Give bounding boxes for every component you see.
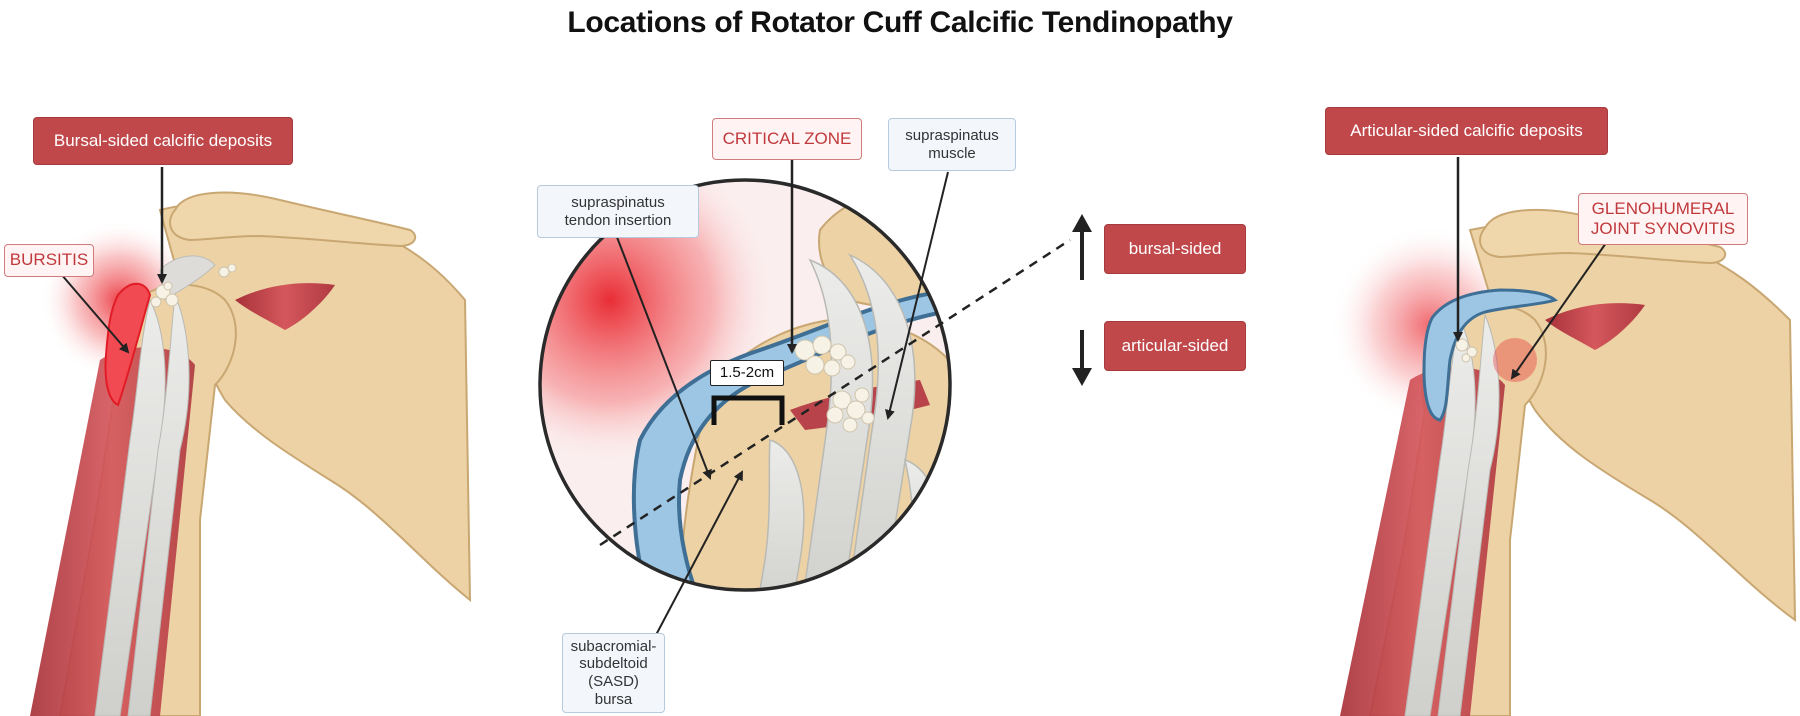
magnified-calcific-deposits	[794, 335, 875, 433]
sasd-bursa-label: subacromial-subdeltoid (SASD) bursa	[562, 633, 665, 713]
left-acromion	[169, 191, 417, 248]
bursal-sided-label: bursal-sided	[1104, 224, 1246, 274]
callout-arrows	[54, 157, 1607, 636]
right-calcific-deposits	[1455, 338, 1478, 363]
supraspinatus-tendon-insertion-label: supraspinatus tendon insertion	[537, 185, 699, 238]
magnified-circle-border	[538, 178, 952, 592]
left-tendon-fibers	[159, 255, 216, 301]
supraspinatus-muscle-label: supraspinatus muscle	[888, 118, 1016, 171]
bursal-articular-divider	[599, 238, 1071, 547]
left-shoulder-illustration	[30, 191, 472, 716]
bursal-deposits-label: Bursal-sided calcific deposits	[33, 117, 293, 165]
glenohumeral-synovitis-label: GLENOHUMERAL JOINT SYNOVITIS	[1578, 193, 1748, 245]
articular-sided-label: articular-sided	[1104, 321, 1246, 371]
orientation-arrows	[1072, 214, 1092, 386]
dimension-bracket	[711, 395, 785, 425]
right-supraspinatus-muscle	[1545, 303, 1645, 350]
right-synovitis-spot	[1493, 338, 1537, 382]
arrow-down-icon	[1072, 368, 1092, 386]
left-calcific-deposits	[150, 263, 237, 308]
arrow-up-icon	[1072, 214, 1092, 232]
left-supraspinatus-muscle	[235, 283, 335, 330]
right-shoulder-illustration	[1330, 208, 1797, 716]
bursitis-label: BURSITIS	[4, 244, 94, 277]
articular-deposits-label: Articular-sided calcific deposits	[1325, 107, 1608, 155]
dimension-label: 1.5-2cm	[710, 360, 784, 386]
diagram-title: Locations of Rotator Cuff Calcific Tendi…	[567, 6, 1233, 39]
critical-zone-label: CRITICAL ZONE	[712, 118, 862, 160]
